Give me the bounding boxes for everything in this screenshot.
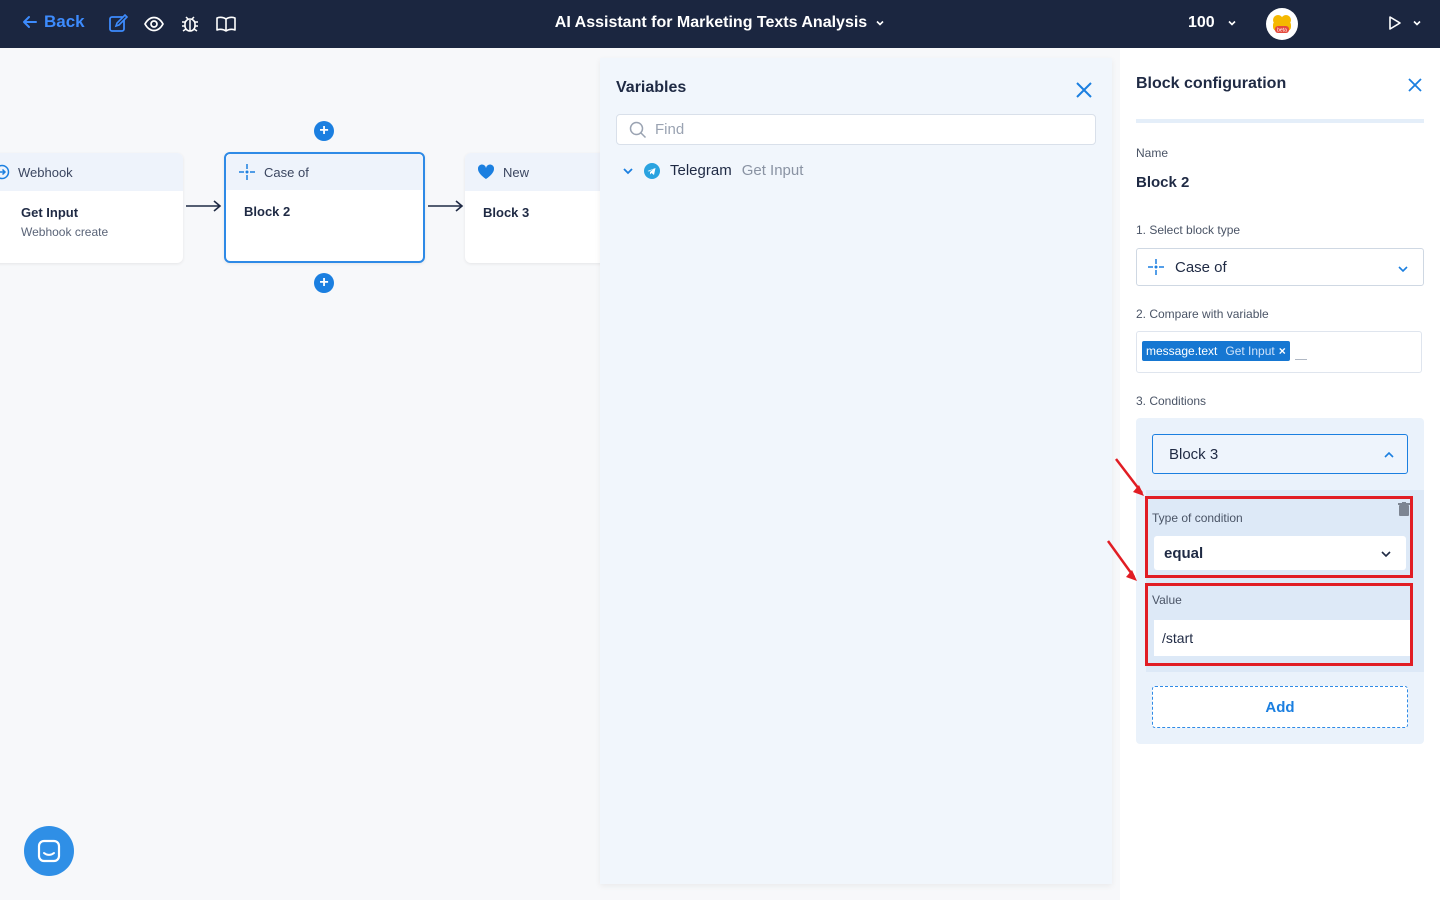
block-config-panel: Block configuration Name Block 2 1. Sele… <box>1120 48 1440 900</box>
back-button[interactable]: Back <box>22 12 85 32</box>
arrow-left-icon <box>23 16 37 28</box>
chevron-up-icon <box>1384 451 1394 458</box>
variable-source-name: Telegram <box>670 162 732 179</box>
eye-icon[interactable] <box>143 13 165 35</box>
condition-details: Type of condition equal Value <box>1146 490 1424 672</box>
node-header-label: New <box>503 164 530 180</box>
compare-label: 2. Compare with variable <box>1136 307 1269 321</box>
condition-target-value: Block 3 <box>1169 445 1219 463</box>
book-icon[interactable] <box>215 13 237 35</box>
chat-icon <box>37 839 61 863</box>
flow-node-case-of[interactable]: Case of Block 2 <box>224 152 425 263</box>
node-title: Get Input <box>21 205 79 220</box>
add-node-above-button[interactable]: + <box>314 121 334 141</box>
config-title: Block configuration <box>1136 75 1287 92</box>
variables-search[interactable] <box>616 114 1096 145</box>
conditions-label: 3. Conditions <box>1136 394 1207 408</box>
compare-variable-input[interactable]: message.text Get Input × <box>1136 331 1422 373</box>
chevron-down-icon <box>1381 551 1391 558</box>
support-chat-button[interactable] <box>24 826 74 876</box>
flow-title[interactable]: AI Assistant for Marketing Texts Analysi… <box>555 14 885 32</box>
webhook-icon <box>0 164 10 180</box>
condition-target-select[interactable]: Block 3 <box>1152 434 1408 474</box>
annotation-arrow-icon <box>1106 458 1144 581</box>
variables-title: Variables <box>616 79 687 96</box>
remove-tag-icon[interactable]: × <box>1278 344 1286 358</box>
case-of-icon <box>239 164 255 180</box>
block-type-value: Case of <box>1175 258 1227 276</box>
chevron-down-icon <box>1413 20 1421 26</box>
annotation-highlight-box <box>1145 583 1413 666</box>
back-label: Back <box>44 12 85 31</box>
beta-logo-icon: beta <box>1273 15 1291 34</box>
block-type-select[interactable]: Case of <box>1136 248 1424 286</box>
conditions-container: Block 3 Type of condition equal Value Ad… <box>1136 418 1424 744</box>
condition-value-input[interactable] <box>1162 630 1402 646</box>
search-input[interactable] <box>655 121 1075 138</box>
condition-type-select[interactable]: equal <box>1154 536 1406 570</box>
divider <box>1136 119 1424 123</box>
close-icon[interactable] <box>1074 80 1094 100</box>
name-label: Name <box>1136 146 1169 160</box>
text-cursor <box>1295 359 1307 360</box>
run-button[interactable] <box>1388 15 1422 31</box>
node-title: Block 3 <box>483 205 530 220</box>
bug-icon[interactable] <box>179 13 201 35</box>
flow-node-webhook[interactable]: Webhook Get Input Webhook create <box>0 153 183 263</box>
zoom-value: 100 <box>1188 14 1215 31</box>
avatar-badge: beta <box>1277 28 1287 34</box>
node-header-label: Webhook <box>18 164 73 180</box>
connector-arrow <box>428 200 464 212</box>
node-header-label: Case of <box>264 164 309 180</box>
add-condition-button[interactable]: Add <box>1152 686 1408 728</box>
condition-type-label: Type of condition <box>1152 511 1243 525</box>
play-icon <box>1389 16 1401 30</box>
search-icon <box>629 121 647 138</box>
value-label: Value <box>1152 593 1182 607</box>
chevron-down-icon <box>1398 266 1408 273</box>
connector-arrow <box>186 200 222 212</box>
annotation-highlight-box <box>1145 496 1413 578</box>
flow-canvas[interactable]: Webhook Get Input Webhook create + Case … <box>0 48 600 900</box>
telegram-icon <box>0 205 2 219</box>
avatar[interactable]: beta <box>1266 8 1298 40</box>
variable-tree-item[interactable]: Telegram Get Input <box>622 162 803 179</box>
zoom-select[interactable]: 100 <box>1188 14 1237 32</box>
chevron-down-icon <box>1228 20 1236 26</box>
close-icon[interactable] <box>1406 76 1424 94</box>
variable-tag-name: message.text <box>1146 344 1218 358</box>
variable-tag-source: Get Input <box>1225 344 1275 358</box>
flow-node-new[interactable]: New Block 3 <box>465 153 600 263</box>
block-type-label: 1. Select block type <box>1136 223 1241 237</box>
case-of-icon <box>1148 259 1164 275</box>
add-node-below-button[interactable]: + <box>314 273 334 293</box>
telegram-icon <box>644 162 660 179</box>
block-name[interactable]: Block 2 <box>1136 174 1190 191</box>
chevron-down-icon <box>876 20 884 26</box>
top-bar: Back AI Assistant for Marketing Texts An… <box>0 0 1440 48</box>
variable-tag[interactable]: message.text Get Input × <box>1142 341 1290 361</box>
trash-icon[interactable] <box>1398 502 1410 516</box>
variables-panel: Variables Telegram Get Input <box>600 58 1112 884</box>
condition-value-field[interactable] <box>1154 620 1412 656</box>
condition-type-value: equal <box>1164 544 1204 562</box>
node-subtitle: Webhook create <box>21 225 109 239</box>
chevron-down-icon <box>623 167 633 174</box>
flow-title-text: AI Assistant for Marketing Texts Analysi… <box>554 14 868 31</box>
edit-icon[interactable] <box>107 13 129 35</box>
variable-source-block: Get Input <box>741 162 804 179</box>
heart-icon <box>477 164 495 179</box>
node-title: Block 2 <box>244 204 291 219</box>
